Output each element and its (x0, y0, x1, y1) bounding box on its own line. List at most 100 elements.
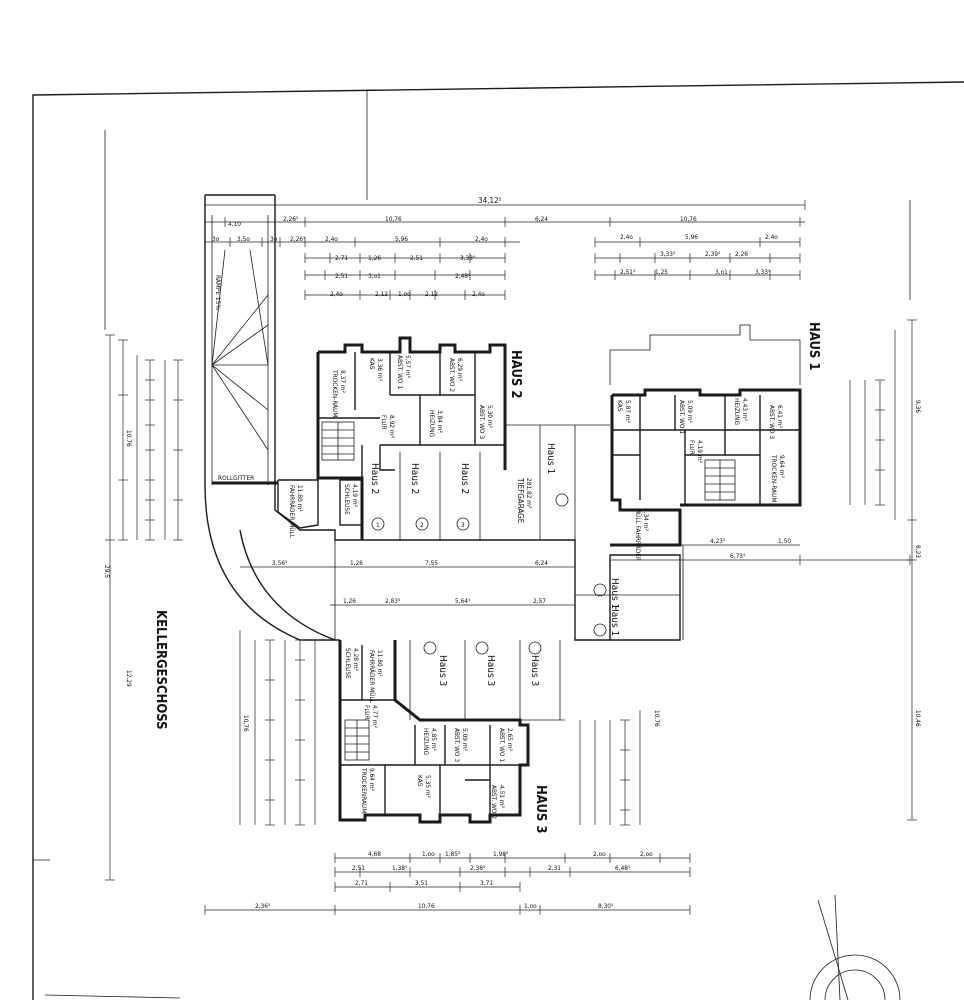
room-h2-abst2: ABST. WO 2 (448, 358, 456, 392)
room-h3-fahrrad-area: 11,80 m² (376, 650, 384, 677)
room-h3-schleuse-area: 4,28 m² (352, 648, 360, 671)
middle-dimension-chain (240, 566, 575, 606)
room-h1-trocken-area: 9,64 m² (778, 455, 786, 478)
room-h3-abst3-area: 5,09 m² (461, 728, 469, 751)
dim-r4-5: 1,25 (655, 268, 668, 276)
haus3-stair (344, 719, 370, 761)
dim-b1-6: 2,oo (640, 850, 653, 858)
right-dimension-chains (579, 319, 917, 826)
room-h1-abst3: ABST. WO 3 (768, 405, 776, 439)
dim-r3-7: 2,39⁵ (705, 250, 721, 258)
dim-b2-1: 1,38⁵ (392, 864, 408, 872)
room-h2-schleuse: SCHLEUSE (343, 484, 351, 515)
bottom-dimension-chains (204, 853, 691, 915)
parking-haus2-a: Haus 2 (369, 463, 380, 494)
dim-midr-2: 6,73⁵ (730, 552, 746, 560)
haus2-stair (321, 421, 355, 461)
parking-num-1: 1 (376, 521, 380, 529)
rollgitter-label: ROLLGITTER (218, 474, 254, 482)
dim-mid-1: 3,56⁵ (272, 559, 288, 567)
left-dimension-chains (105, 334, 316, 881)
room-h3-abst3: ABST. WO 3 (453, 728, 461, 762)
dim-b2-6: 6,48⁵ (615, 864, 631, 872)
parking-haus3-a: Haus 3 (437, 655, 448, 686)
dim-top-5: 10,76 (680, 215, 697, 223)
dim-left-haus3: 10,76 (242, 715, 250, 732)
parking-haus1-b: Haus 1 (609, 578, 620, 609)
dim-top-1: 4,10 (228, 220, 241, 228)
parking-haus1-c: Haus 1 (609, 605, 620, 636)
dim-r2-7: 2,4o (620, 233, 633, 241)
tiefgarage-area: 281,82 m² (525, 478, 533, 508)
dim-r2-5: 5,96 (395, 235, 408, 243)
room-h2-abst1: ABST. WO 1 (396, 355, 404, 389)
dim-r2-1: 3,5o (237, 235, 250, 243)
dim-bt-1: 10,76 (418, 902, 435, 910)
dim-r4-7: 3,o1 (715, 268, 728, 276)
dim-r2-9: 2,4o (765, 233, 778, 241)
room-h2-abst1-area: 5,57 m² (404, 355, 412, 378)
dim-r5-4: 2,12 (425, 290, 438, 298)
haus3-building (338, 640, 530, 824)
dim-r5-0: 2,4o (330, 290, 343, 298)
dim-b2-5: 2,31 (548, 864, 561, 872)
dim-top-4: 6,24 (535, 215, 548, 223)
dim-bt-0: 2,36⁵ (255, 902, 271, 910)
boundary-markers (104, 90, 911, 640)
room-h2-trocken: TROCKEN-RAUM (331, 369, 339, 417)
dim-r2-3: 2,26⁵ (290, 235, 306, 243)
dim-r5-2: 2,12 (375, 290, 388, 298)
haus2-bike-room (277, 479, 363, 529)
dim-top-3: 10,76 (385, 215, 402, 223)
dim-r3-1: 2,71 (335, 254, 348, 262)
dim-r4-1: 2,51 (335, 272, 348, 280)
room-h2-heizung-area: 3,84 m² (436, 410, 444, 433)
room-h1-abst1-area: 5,09 m² (686, 400, 694, 423)
room-h1-trocken: TROCKEN-RAUM (770, 454, 778, 502)
tiefgarage-outline (274, 424, 681, 721)
parking-haus1-a: Haus 1 (545, 443, 556, 474)
room-h2-fahrrad-area: 11,80 m² (296, 485, 304, 512)
room-h2-abst3-area: 5,30 m² (486, 405, 494, 428)
parking-number-markers (371, 493, 607, 655)
dim-r4-4: 2,51⁵ (620, 268, 636, 276)
dim-r5-6: 2,4o (472, 290, 485, 298)
parking-haus2-b: Haus 2 (409, 463, 420, 494)
driveway-curve (204, 484, 340, 641)
haus3-label: HAUS 3 (533, 785, 548, 834)
kellergeschoss-title: KELLERGESCHOSS (153, 610, 168, 730)
dim-bt-2: 1,oo (524, 902, 537, 910)
dim-b1-4: 1,98⁵ (493, 850, 509, 858)
dim-r4-3: 2,48⁵ (455, 272, 471, 280)
dim-b3-1: 3,51 (415, 879, 428, 887)
dim-top-2: 2,26⁵ (283, 215, 299, 223)
ramp-label: RAMPE 15% (214, 275, 222, 310)
parking-bays (399, 425, 680, 720)
parking-haus3-c: Haus 3 (529, 655, 540, 686)
room-h1-kas: KAS (616, 400, 624, 412)
dim-top-total: 34,12⁵ (478, 196, 502, 205)
room-h2-abst3: ABST. WO 3 (478, 405, 486, 439)
dim-left-sub2: 12,29 (125, 670, 133, 687)
room-h1-abst1: ABST. WO 1 (678, 400, 686, 434)
room-h1-muell-area: 5,34 m² (642, 508, 650, 531)
dim-b1-2: 1,85⁵ (445, 850, 461, 858)
room-h3-abst2-area: 4,51 m² (498, 785, 506, 808)
dim-b1-0: 4,68 (368, 850, 381, 858)
dim-right-low: 10,46 (914, 710, 922, 727)
site-border (32, 81, 964, 1000)
dim-r2-2: 3o (270, 235, 278, 243)
dim-left-sub: 10,76 (125, 430, 133, 447)
room-h2-abst2-area: 6,29 m² (456, 358, 464, 381)
room-h2-heizung: HEIZUNG (428, 410, 436, 437)
dim-b3-0: 2,71 (355, 879, 368, 887)
parking-haus3-b: Haus 3 (485, 655, 496, 686)
dim-r3-2: 1,26 (368, 254, 381, 262)
room-h1-flur: FLUR (688, 440, 696, 455)
dim-r3-3: 2,51 (410, 254, 423, 262)
room-h3-abst1-area: 2,65 m² (506, 728, 514, 751)
dim-b3-2: 3,71 (480, 879, 493, 887)
north-arrow-icon (809, 894, 901, 1000)
room-h2-flur: FLUR (380, 415, 388, 430)
